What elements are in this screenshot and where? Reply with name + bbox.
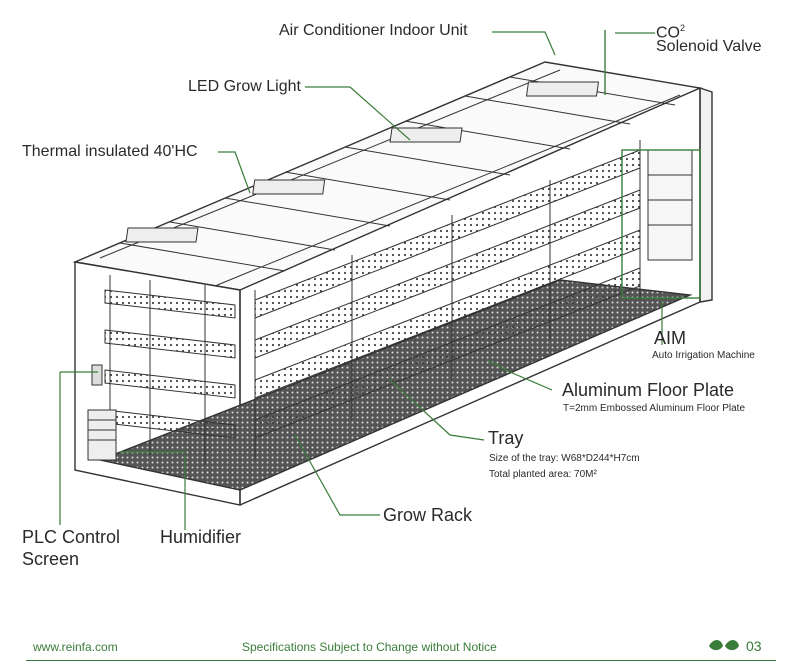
page-number: 03	[746, 638, 762, 654]
co2-main: CO	[656, 24, 680, 42]
footer-notice: Specifications Subject to Change without…	[242, 640, 497, 654]
tray-label: Tray	[488, 428, 524, 448]
tray-area-label: Total planted area: 70M²	[489, 469, 597, 480]
footer-divider	[26, 660, 776, 661]
floor-plate-label: Aluminum Floor Plate	[562, 380, 735, 400]
air-conditioner-label: Air Conditioner Indoor Unit	[279, 22, 468, 39]
humidifier-label: Humidifier	[160, 527, 242, 547]
plc-label-line1: PLC Control	[22, 527, 121, 547]
humidifier-unit	[87, 409, 117, 461]
co2-sub: 2	[680, 23, 686, 33]
led-grow-light-label: LED Grow Light	[188, 78, 301, 95]
grow-racks	[254, 140, 641, 460]
thermal-label: Thermal insulated 40'HC	[22, 143, 198, 160]
leaf-logo-icon	[709, 640, 739, 651]
plc-screen	[91, 364, 103, 386]
tray-size-label: Size of the tray: W68*D244*H7cm	[489, 453, 640, 464]
footer-website[interactable]: www.reinfa.com	[33, 640, 118, 654]
grow-rack-label: Grow Rack	[383, 505, 473, 525]
aim-label: AIM	[654, 328, 687, 348]
highlight-outlines	[604, 30, 701, 299]
co2-label: CO2	[656, 23, 685, 42]
front-racks	[104, 275, 236, 465]
plc-label-line2: Screen	[22, 549, 80, 569]
solenoid-valve-label: Solenoid Valve	[656, 38, 762, 55]
roof-beams	[99, 69, 681, 287]
leader-lines	[59, 31, 663, 530]
aim-tank	[647, 149, 693, 261]
floor-plate-sub-label: T=2mm Embossed Aluminum Floor Plate	[563, 403, 746, 414]
aim-sub-label: Auto Irrigation Machine	[652, 350, 755, 361]
